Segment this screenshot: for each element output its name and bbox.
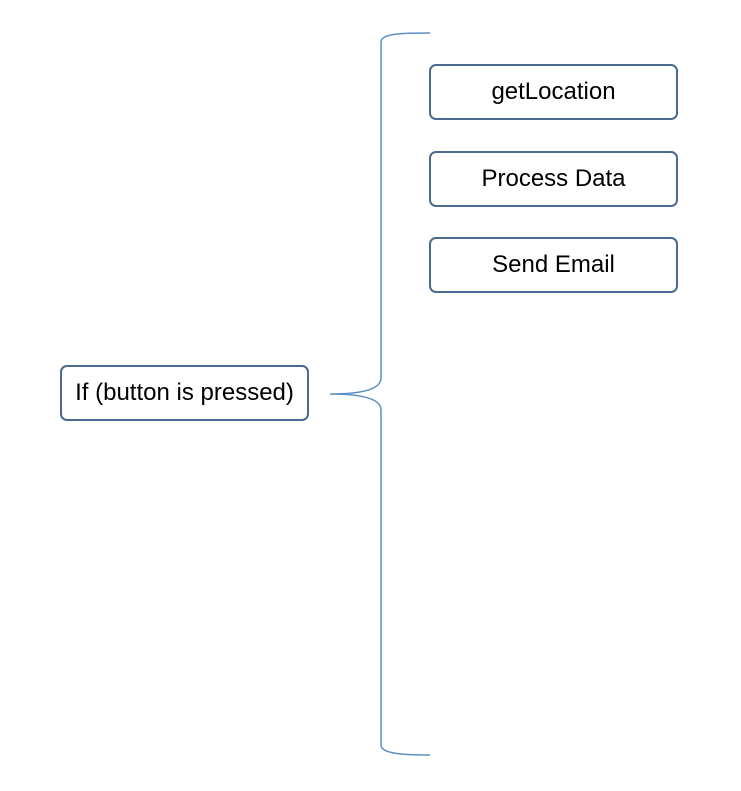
condition-label: If (button is pressed) bbox=[75, 379, 294, 406]
step-box-get-location: getLocation bbox=[429, 64, 678, 120]
step-box-process-data: Process Data bbox=[429, 151, 678, 207]
step-box-send-email: Send Email bbox=[429, 237, 678, 293]
condition-box: If (button is pressed) bbox=[60, 365, 309, 421]
step-label-process-data: Process Data bbox=[481, 165, 626, 192]
step-label-send-email: Send Email bbox=[492, 251, 615, 278]
step-label-get-location: getLocation bbox=[491, 78, 616, 105]
curly-brace-path bbox=[329, 32, 431, 756]
